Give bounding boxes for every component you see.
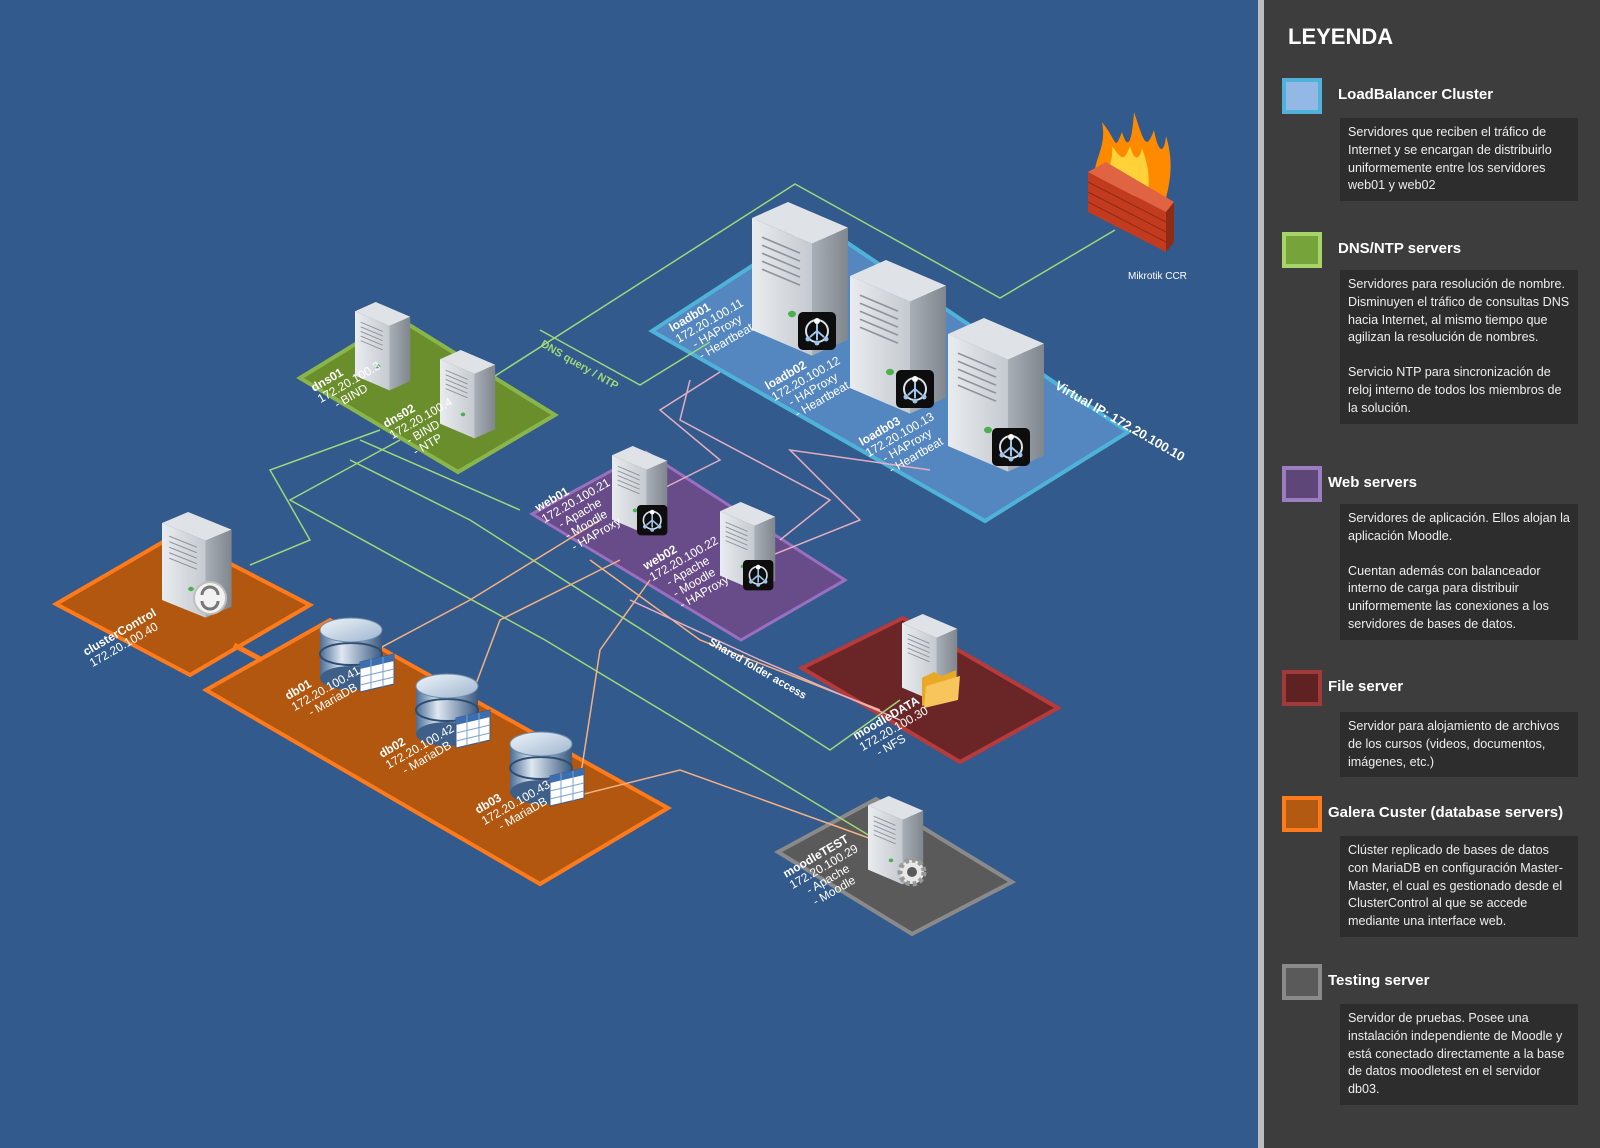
shared-folder-access-label: Shared folder access (707, 636, 809, 702)
legend-swatch-testing (1282, 964, 1322, 1000)
dns02-server-icon (439, 349, 496, 439)
legend-swatch-loadbalancer (1282, 78, 1322, 114)
legend-panel: LEYENDA LoadBalancer Cluster Servidores … (1264, 0, 1600, 1148)
legend-item-desc: Servidor de pruebas. Posee una instalaci… (1340, 1004, 1578, 1105)
link-web-db03 (579, 579, 651, 781)
link-dns-cluster (249, 429, 381, 566)
loadb01-balancer-icon (797, 311, 837, 351)
legend-title: LEYENDA (1288, 24, 1394, 49)
link-lb-web01 (639, 371, 722, 501)
link-dns-file (349, 459, 901, 751)
link-web-db02 (469, 559, 621, 701)
web01-balancer-icon (636, 504, 669, 537)
link-lb-web02 (679, 379, 832, 541)
legend-item-desc: Servidores que reciben el tráfico de Int… (1340, 118, 1578, 202)
legend-item-name: LoadBalancer Cluster (1338, 86, 1494, 103)
node-label-web01: web01172.20.100.21- Apache- Moodle- HAPr… (532, 464, 633, 560)
legend-item-desc: Servidores para resolución de nombre. Di… (1340, 270, 1578, 424)
divider (1258, 0, 1264, 1148)
legend-swatch-file (1282, 670, 1322, 706)
legend-swatch-galera (1282, 796, 1322, 832)
link-dns-lb (539, 329, 711, 386)
web02-balancer-icon (742, 559, 775, 592)
zone-galera-cluster (201, 617, 673, 887)
legend-item-desc: Clúster replicado de bases de datos con … (1340, 836, 1578, 937)
legend-item-name: Galera Custer (database servers) (1328, 804, 1564, 821)
link-web-file (589, 559, 881, 711)
legend-item-desc: Servidores de aplicación. Ellos alojan l… (1340, 504, 1578, 640)
link-dns-firewall (469, 183, 1116, 393)
gear-icon (897, 857, 927, 887)
legend-item-name: File server (1328, 678, 1404, 695)
loadb03-balancer-icon (991, 427, 1031, 467)
zone-web-servers (528, 450, 848, 642)
legend-item-name: Testing server (1328, 972, 1430, 989)
firewall-label: Mikrotik CCR (1128, 271, 1187, 282)
dns-query-ntp-label: DNS query / NTP (539, 338, 621, 392)
link-web-db01 (379, 519, 601, 649)
network-diagram: Mikrotik CCR DNS query / NTP Shared fold… (0, 0, 1258, 1148)
clustercontrol-sync-icon (193, 581, 227, 615)
legend-item-name: DNS/NTP servers (1338, 240, 1462, 257)
link-lb3-web (759, 448, 931, 561)
link-web-file-2 (629, 599, 901, 721)
legend-swatch-web (1282, 466, 1322, 502)
folder-icon (922, 670, 960, 708)
link-dns-db (288, 439, 881, 843)
link-cluster-db (232, 642, 264, 663)
loadb02-balancer-icon (895, 369, 935, 409)
legend-swatch-dns (1282, 232, 1322, 268)
firewall-icon (1087, 112, 1174, 252)
link-dns-web (359, 439, 521, 511)
legend-item-name: Web servers (1328, 474, 1417, 491)
link-db03-test (559, 769, 881, 843)
legend-item-desc: Servidor para alojamiento de archivos de… (1340, 712, 1578, 778)
